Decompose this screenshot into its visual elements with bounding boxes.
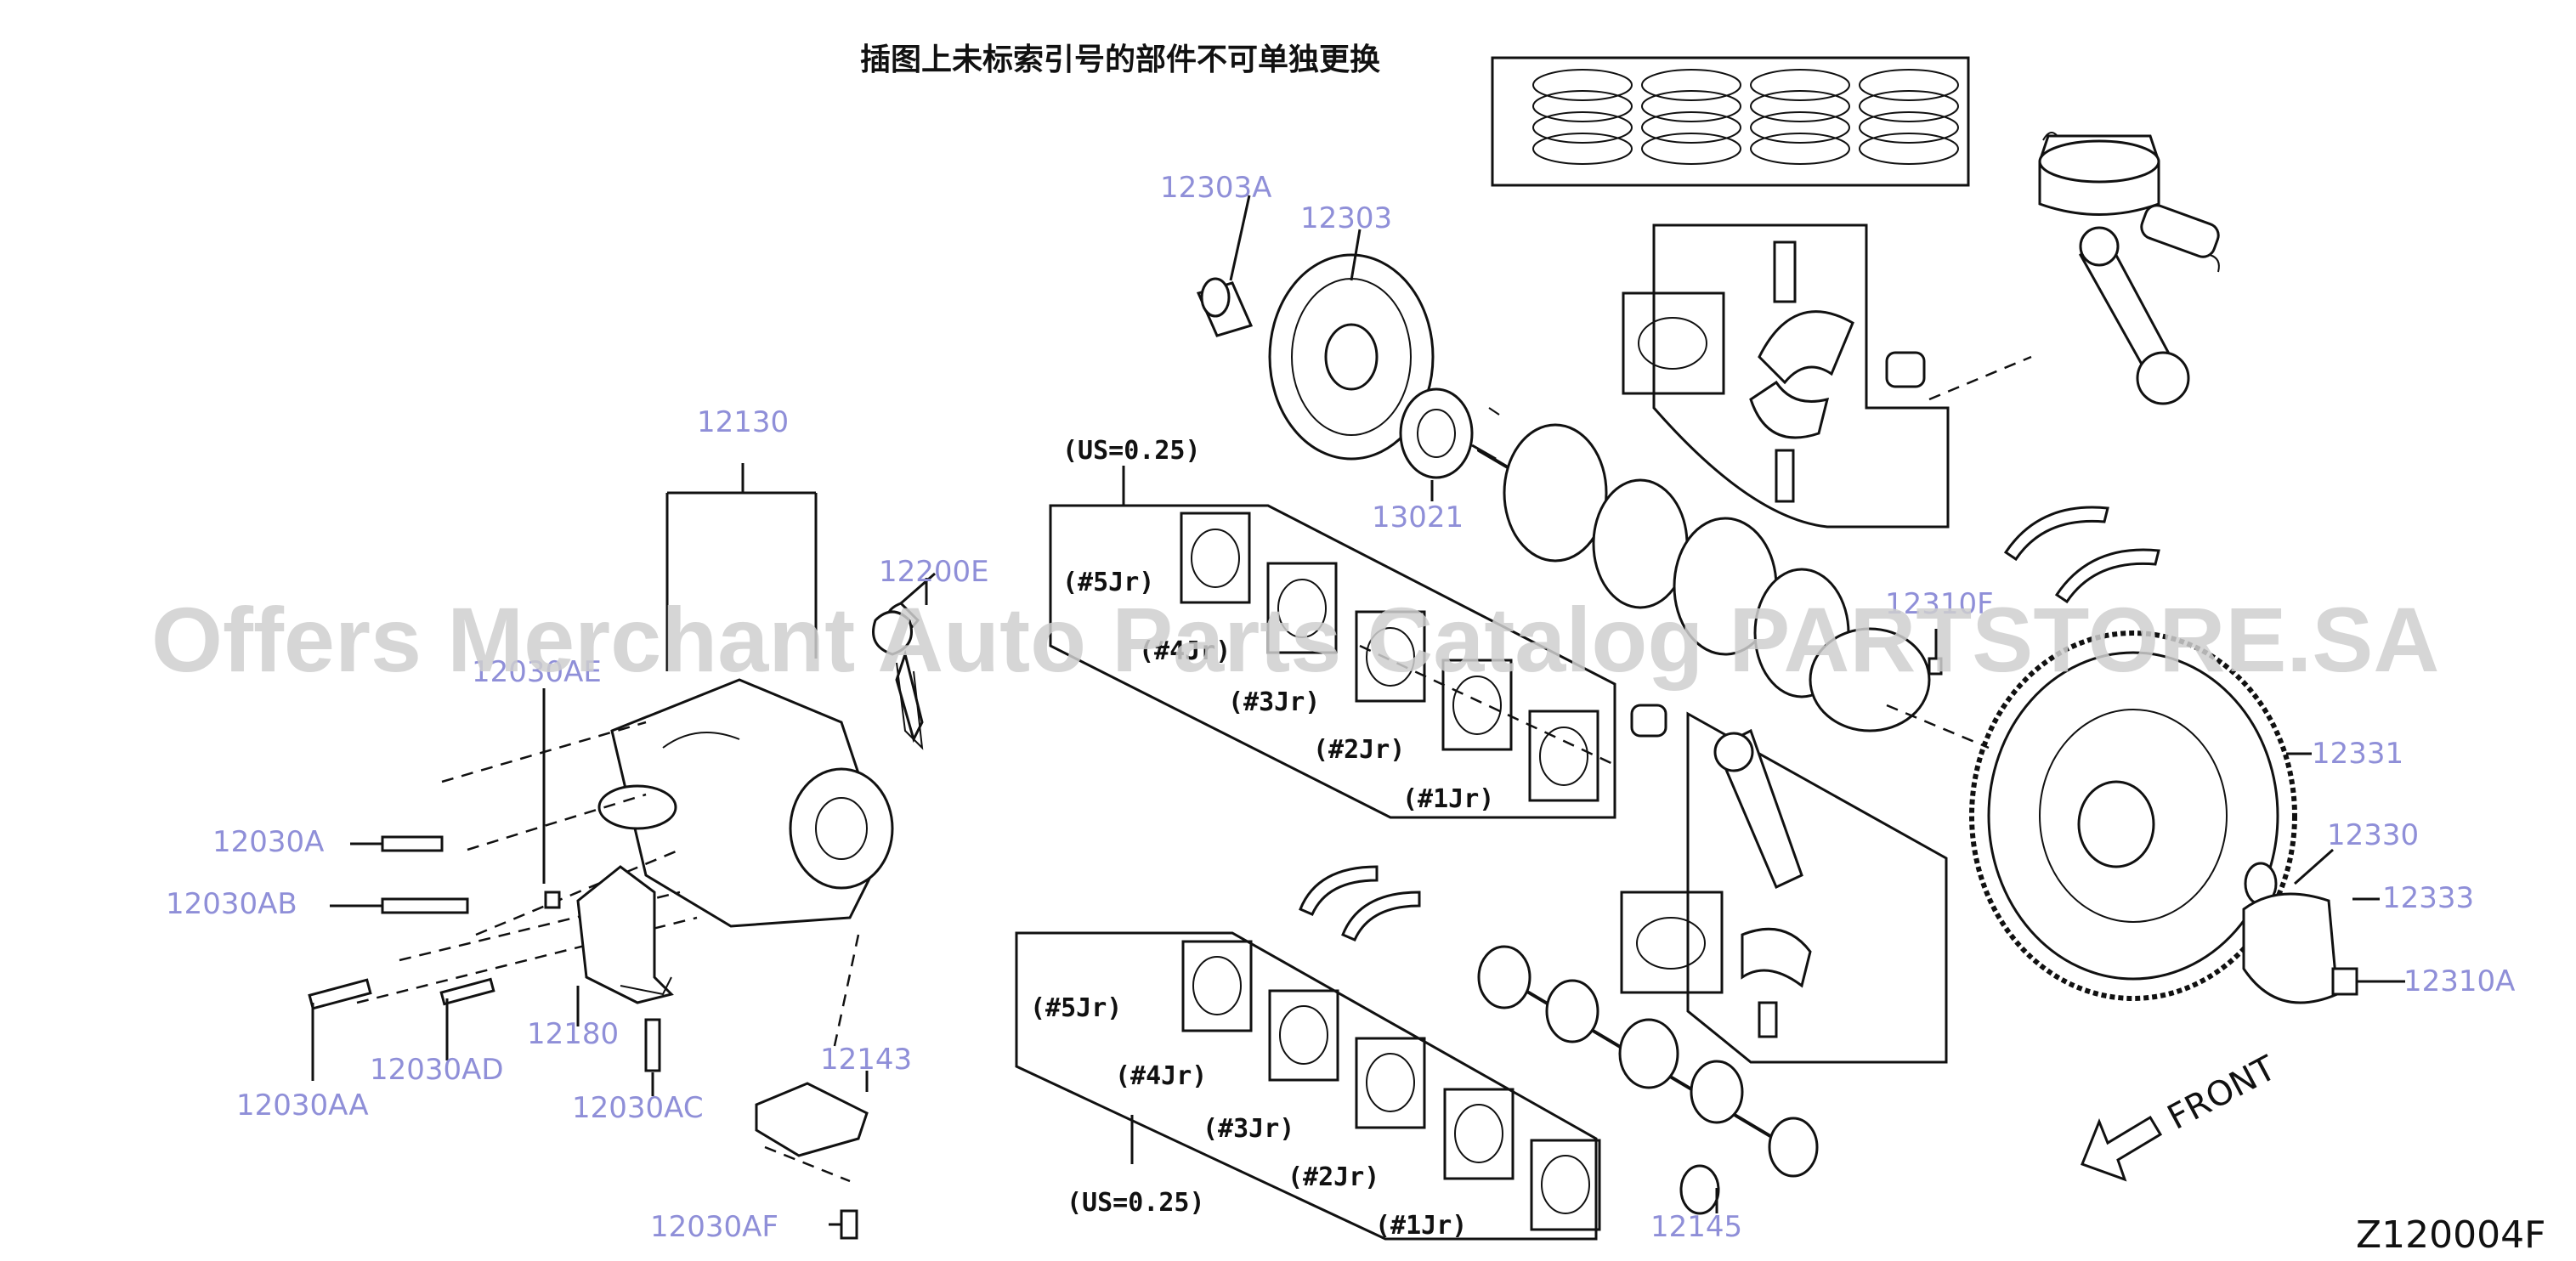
- journal-1-upper: (#1Jr): [1402, 784, 1494, 814]
- label-12030ab[interactable]: 12030AB: [166, 887, 297, 921]
- label-12030af[interactable]: 12030AF: [650, 1210, 778, 1244]
- part-labels: 12303A 12303 13021 12130 12200E 12030AE …: [166, 171, 2515, 1244]
- piston-assembly: [2038, 132, 2220, 405]
- journal-4-lower: (#4Jr): [1115, 1061, 1207, 1091]
- diagram-code: Z120004F: [2356, 1213, 2545, 1257]
- label-12310a[interactable]: 12310A: [2403, 964, 2515, 998]
- label-13021[interactable]: 13021: [1372, 500, 1464, 534]
- main-bearing-box-lower: [1015, 931, 1601, 1241]
- piston-rings-box: [1491, 56, 1970, 187]
- journal-4-upper: (#4Jr): [1139, 636, 1231, 666]
- conrod-box-lower: [1620, 704, 1948, 1064]
- crank-sprocket: [1399, 387, 1500, 479]
- drive-plate: [1969, 630, 2405, 1004]
- front-indicator: FRONT: [2081, 1049, 2283, 1182]
- label-12330[interactable]: 12330: [2327, 818, 2419, 852]
- main-bearing-box-upper: [1049, 466, 1616, 819]
- journal-3-lower: (#3Jr): [1203, 1114, 1294, 1144]
- journal-labels-upper: (#5Jr) (#4Jr) (#3Jr) (#2Jr) (#1Jr): [1062, 568, 1494, 814]
- label-12030aa[interactable]: 12030AA: [236, 1089, 369, 1122]
- crank-leaders: [1359, 355, 2032, 766]
- gasket-12200e: [872, 610, 924, 750]
- crank-pulley: [1196, 253, 1435, 461]
- journal-2-upper: (#2Jr): [1313, 735, 1405, 765]
- thrust-washers-lower: [1299, 865, 1421, 942]
- label-12030ac[interactable]: 12030AC: [572, 1091, 704, 1125]
- label-12333[interactable]: 12333: [2382, 881, 2474, 915]
- label-12331[interactable]: 12331: [2312, 737, 2403, 771]
- oil-pump-assembly: [597, 463, 928, 928]
- label-12030a[interactable]: 12030A: [212, 825, 324, 859]
- journal-1-lower: (#1Jr): [1375, 1211, 1467, 1241]
- journal-3-upper: (#3Jr): [1228, 687, 1320, 717]
- journal-labels-lower: (#5Jr) (#4Jr) (#3Jr) (#2Jr) (#1Jr): [1030, 993, 1467, 1241]
- label-12030ad[interactable]: 12030AD: [370, 1053, 504, 1087]
- label-12303a[interactable]: 12303A: [1160, 171, 1271, 205]
- bracket-12180: [576, 865, 674, 1004]
- crankshaft: [1471, 423, 1943, 732]
- label-12200e[interactable]: 12200E: [879, 555, 989, 589]
- label-12143[interactable]: 12143: [820, 1043, 912, 1077]
- label-12130[interactable]: 12130: [697, 405, 789, 439]
- us-label-upper: (US=0.25): [1062, 436, 1201, 466]
- front-label: FRONT: [2161, 1049, 2283, 1138]
- us-label-lower: (US=0.25): [1067, 1188, 1205, 1218]
- camshaft: [1477, 945, 1819, 1215]
- label-12145[interactable]: 12145: [1650, 1210, 1742, 1244]
- watermark: Offers Merchant Auto Parts Catalog PARTS…: [151, 588, 2439, 691]
- thrust-washers-upper: [2003, 506, 2160, 604]
- conrod-box-upper: [1622, 223, 1950, 529]
- label-12310f[interactable]: 12310F: [1885, 587, 1994, 621]
- label-12180[interactable]: 12180: [527, 1017, 619, 1051]
- note-text: 插图上未标索引号的部件不可单独更换: [860, 42, 1380, 77]
- journal-2-lower: (#2Jr): [1288, 1162, 1379, 1192]
- label-12030ae[interactable]: 12030AE: [472, 655, 602, 689]
- bracket-12143: [755, 1082, 869, 1183]
- journal-5-upper: (#5Jr): [1062, 568, 1154, 597]
- label-leaders: [311, 195, 2380, 1226]
- label-12303[interactable]: 12303: [1300, 201, 1392, 235]
- journal-5-lower: (#5Jr): [1030, 993, 1122, 1023]
